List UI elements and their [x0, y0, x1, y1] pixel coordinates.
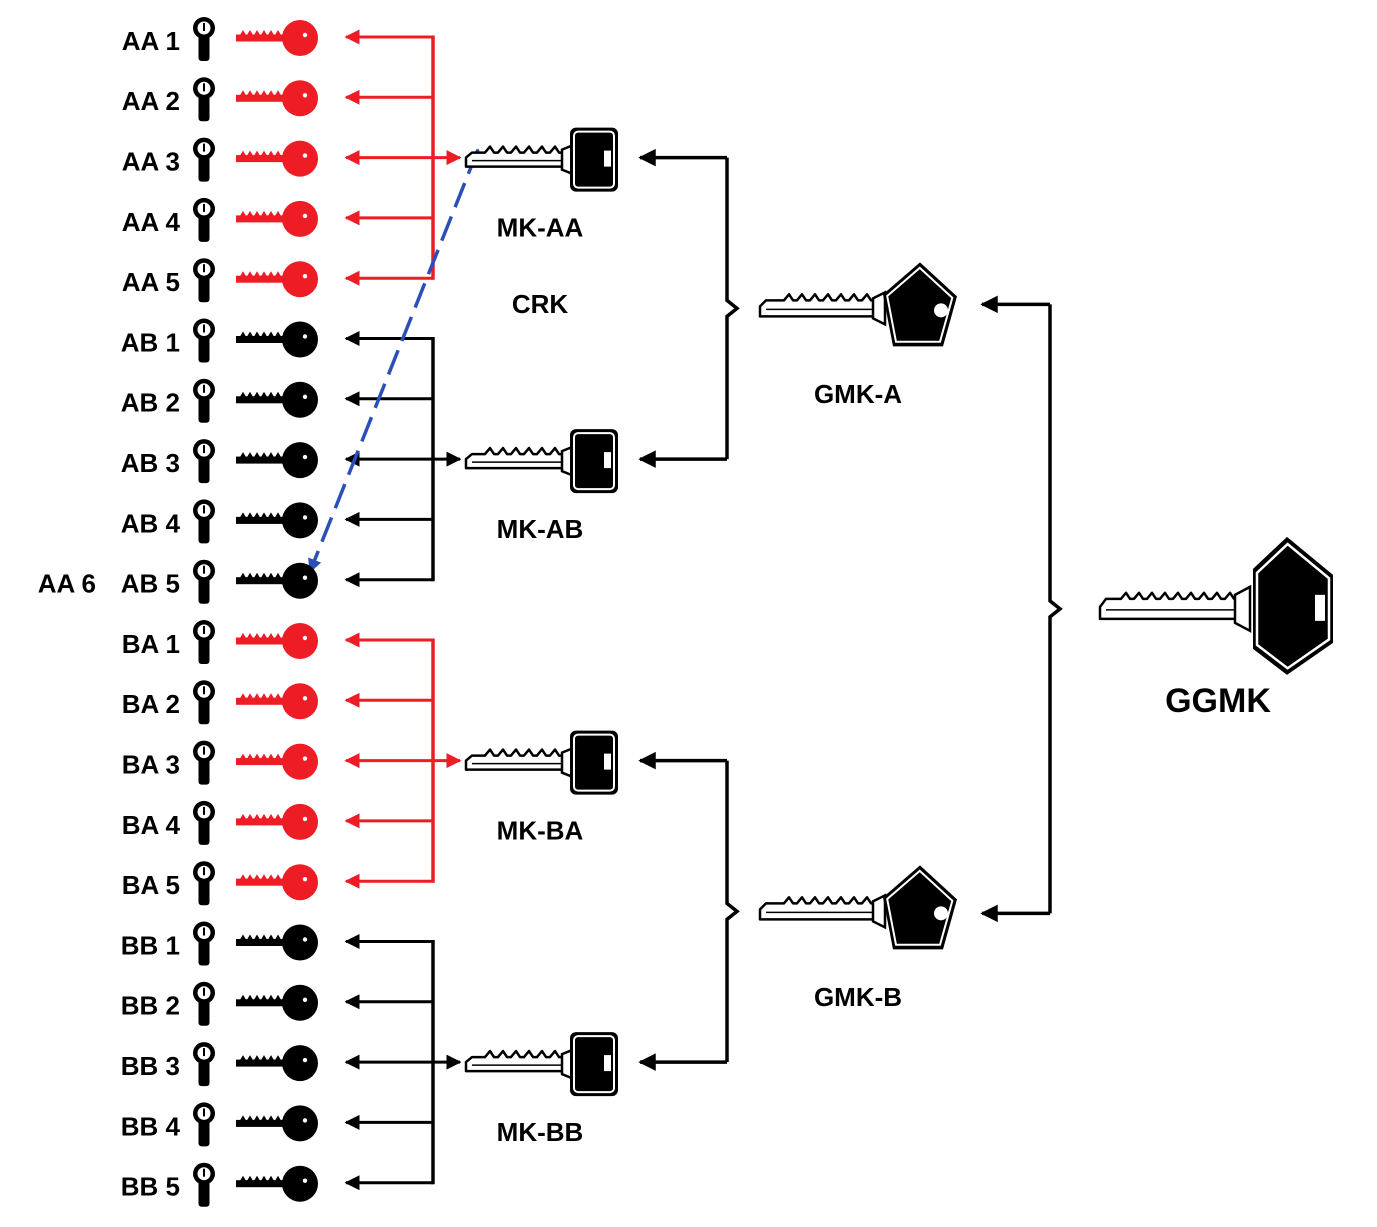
- row-label-bb-3: BB 3: [121, 1051, 180, 1081]
- grand-master-key-label-gmk-b: GMK-B: [814, 982, 902, 1012]
- change-key-icon: [236, 924, 318, 961]
- connector-lines: [308, 29, 1063, 1191]
- change-key-icon: [236, 20, 318, 56]
- great-grand-master-key-label: GGMK: [1165, 682, 1271, 720]
- grand-master-key-icon: [758, 262, 957, 347]
- lock-icon: [193, 378, 215, 423]
- lock-icon: [193, 800, 215, 845]
- master-key-label-mk-aa: MK-AA: [497, 212, 584, 242]
- row-label-ab-2: AB 2: [121, 388, 180, 418]
- key-symbols: [193, 17, 1333, 1207]
- change-key-icon: [236, 1165, 318, 1202]
- master-key-label-mk-ab: MK-AB: [497, 514, 584, 544]
- change-key-icon: [236, 200, 318, 237]
- row-label-ba-2: BA 2: [122, 689, 180, 719]
- change-key-icon: [236, 743, 318, 780]
- labels: AA 1 AA 2 AA 3 AA 4 AA 5 MK-AA AB 1 AB 2 AB 3 AB …: [38, 26, 1272, 1202]
- lock-icon: [193, 981, 215, 1026]
- master-key-icon: [464, 1032, 618, 1097]
- row-label-ab-3: AB 3: [121, 448, 180, 478]
- lock-icon: [193, 559, 215, 604]
- lock-icon: [193, 17, 215, 61]
- great-grand-master-key-icon: [1098, 536, 1333, 675]
- row-label-ba-3: BA 3: [122, 749, 180, 779]
- gmk-brace-gmk-a: [725, 157, 740, 460]
- row-label-aa-3: AA 3: [122, 146, 180, 176]
- change-key-icon: [236, 140, 318, 177]
- lock-icon: [193, 318, 215, 363]
- lock-icon: [193, 1102, 215, 1147]
- master-key-icon: [464, 730, 618, 795]
- change-key-icon: [236, 442, 318, 479]
- row-label-bb-5: BB 5: [121, 1172, 180, 1202]
- change-key-icon: [236, 261, 318, 298]
- lock-icon: [193, 77, 215, 122]
- change-key-icon: [236, 562, 318, 599]
- lock-icon: [193, 620, 215, 664]
- lock-icon: [193, 861, 215, 906]
- lock-icon: [193, 740, 215, 785]
- master-key-icon: [464, 127, 618, 192]
- row-label-ab-1: AB 1: [121, 327, 180, 357]
- grand-master-key-icon: [758, 865, 957, 950]
- master-key-label-mk-bb: MK-BB: [497, 1117, 584, 1147]
- change-key-icon: [236, 683, 318, 720]
- gmk-brace-gmk-b: [725, 760, 740, 1063]
- lock-icon: [193, 499, 215, 544]
- lock-icon: [193, 258, 215, 303]
- change-key-icon: [236, 623, 318, 659]
- change-key-icon: [236, 864, 318, 901]
- cross-key-label: CRK: [512, 289, 569, 319]
- change-key-icon: [236, 381, 318, 418]
- row-label-ab-4: AB 4: [121, 508, 181, 538]
- grand-master-key-label-gmk-a: GMK-A: [814, 379, 902, 409]
- lock-icon: [193, 137, 215, 182]
- lock-icon: [193, 680, 215, 725]
- change-key-icon: [236, 1105, 318, 1142]
- row-prefix-aa-6: AA 6: [38, 569, 96, 599]
- ggmk-brace: [1048, 304, 1063, 914]
- lock-icon: [193, 1042, 215, 1087]
- change-key-icon: [236, 803, 318, 840]
- row-label-aa-2: AA 2: [122, 86, 180, 116]
- change-key-icon: [236, 502, 318, 539]
- cross-key-dashed-line: [308, 148, 480, 574]
- master-key-icon: [464, 429, 618, 494]
- change-key-icon: [236, 80, 318, 117]
- row-label-aa-4: AA 4: [122, 207, 181, 237]
- lock-icon: [193, 1162, 215, 1207]
- row-label-ba-4: BA 4: [122, 810, 181, 840]
- lock-icon: [193, 921, 215, 966]
- row-label-ba-5: BA 5: [122, 870, 180, 900]
- change-key-icon: [236, 321, 318, 358]
- row-label-ba-1: BA 1: [122, 629, 180, 659]
- row-label-bb-2: BB 2: [121, 991, 180, 1021]
- change-key-icon: [236, 1045, 318, 1082]
- master-key-label-mk-ba: MK-BA: [497, 815, 584, 845]
- change-key-icon: [236, 984, 318, 1021]
- row-label-aa-5: AA 5: [122, 267, 180, 297]
- lock-icon: [193, 197, 215, 242]
- row-label-bb-1: BB 1: [121, 930, 180, 960]
- row-label-ab-5: AB 5: [121, 569, 180, 599]
- lock-icon: [193, 439, 215, 484]
- row-label-bb-4: BB 4: [121, 1111, 181, 1141]
- row-label-aa-1: AA 1: [122, 26, 180, 56]
